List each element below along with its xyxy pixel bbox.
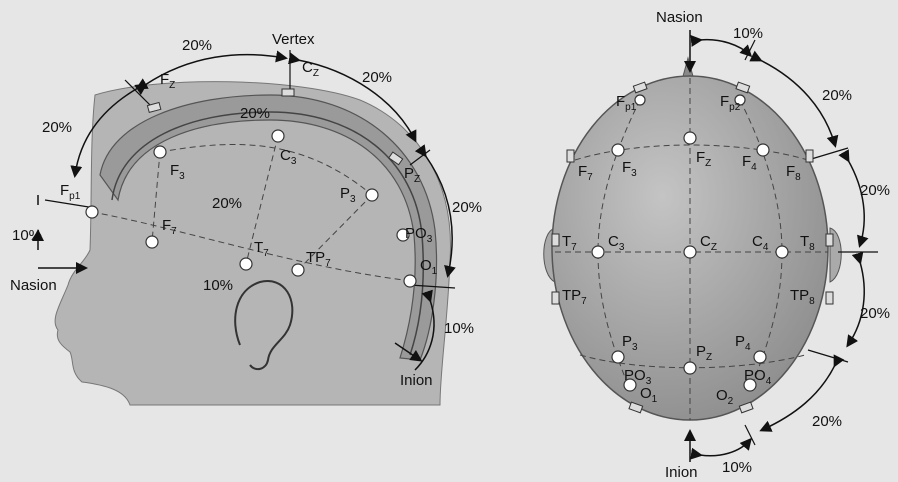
pct-right-lower: 20% (812, 413, 842, 430)
electrode-f3-top (612, 144, 624, 156)
pct-arc-top-left: 20% (182, 37, 212, 54)
pct-bottom-gap: 10% (722, 459, 752, 476)
head-silhouette (55, 82, 450, 405)
inion-label-top: Inion (665, 464, 698, 481)
pct-inner-mid: 20% (212, 195, 242, 212)
pct-right-mid-lower: 20% (860, 305, 890, 322)
electrode-fp1 (86, 206, 98, 218)
pct-arc-back-upper: 20% (452, 199, 482, 216)
electrode-f7 (146, 236, 158, 248)
pct-top-gap: 10% (733, 25, 763, 42)
electrode-c4-top (776, 246, 788, 258)
label-fp1-side: Fp1 (60, 182, 81, 202)
pct-arc-front: 20% (42, 119, 72, 136)
electrode-fp1-top (635, 95, 645, 105)
side-view: Vertex Nasion Inion 20% 20% 20% 20% 20% … (10, 31, 482, 405)
nasion-label-side: Nasion (10, 277, 57, 294)
label-cz-side: CZ (302, 59, 319, 79)
electrode-f3 (154, 146, 166, 158)
vertex-label: Vertex (272, 31, 315, 48)
electrode-p4-top (754, 351, 766, 363)
top-view: Nasion Inion 10% 20% 20% 20% 20% 10% Fp1… (544, 9, 890, 481)
pct-inner-top: 20% (240, 105, 270, 122)
electrode-f4-top (757, 144, 769, 156)
pct-right-mid-upper: 20% (860, 182, 890, 199)
pct-arc-top-right: 20% (362, 69, 392, 86)
pct-inion-gap: 10% (444, 320, 474, 337)
electrode-p3-top (612, 351, 624, 363)
nasion-label-top: Nasion (656, 9, 703, 26)
electrode-tp7 (292, 264, 304, 276)
electrode-c3 (272, 130, 284, 142)
pct-right-upper: 20% (822, 87, 852, 104)
electrode-c3-top (592, 246, 604, 258)
electrode-o1 (404, 275, 416, 287)
electrode-fz-top (684, 132, 696, 144)
electrode-pz-top (684, 362, 696, 374)
pct-nasion-gap: 10% (12, 227, 42, 244)
inion-label-side: Inion (400, 372, 433, 389)
electrode-cz-top (684, 246, 696, 258)
electrode-t7 (240, 258, 252, 270)
electrode-p3 (366, 189, 378, 201)
pct-ear-gap: 10% (203, 277, 233, 294)
